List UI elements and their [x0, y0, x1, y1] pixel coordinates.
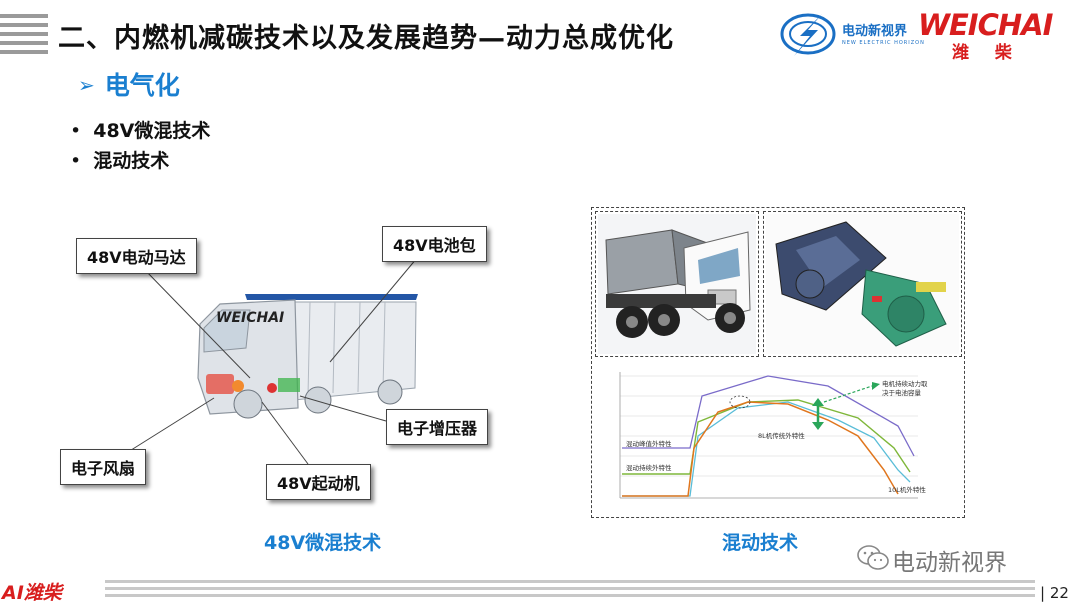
callout-electric-fan: 电子风扇 [60, 449, 147, 485]
bullet-item: 48V微混技术 [70, 116, 210, 146]
bullet-list: 48V微混技术 混动技术 [70, 116, 210, 176]
wechat-icon [857, 545, 889, 570]
annotation-8l-engine: 8L机传统外特性 [758, 431, 805, 440]
annotation-hybrid-continuous: 混动持续外特性 [626, 463, 672, 472]
footer-divider [105, 580, 1035, 583]
weichai-logo: WEICHAI [918, 8, 1053, 42]
caption-48v-mild-hybrid: 48V微混技术 [264, 532, 382, 554]
annotation-motor-power-line2: 决于电池容量 [882, 388, 922, 397]
performance-curves-graph: 电机持续动力取 决于电池容量 8L机传统外特性 10L机外特性 混动峰值外特性 … [598, 362, 960, 514]
dump-truck-image [598, 214, 756, 354]
decorative-stripes [0, 14, 48, 56]
footer-divider [105, 587, 1035, 590]
truck-photo-frame [595, 211, 759, 357]
annotation-motor-power-line1: 电机持续动力取 [882, 379, 928, 388]
arrow-icon: ➢ [78, 73, 95, 97]
caption-hybrid-tech: 混动技术 [722, 532, 799, 554]
watermark-text: 电动新视界 [892, 550, 1007, 576]
annotation-10l-engine: 10L机外特性 [888, 485, 926, 494]
page-number: | 22 [1040, 584, 1069, 602]
electric-horizon-logo-icon [780, 13, 836, 56]
annotation-hybrid-peak: 混动峰值外特性 [626, 439, 672, 448]
section-heading: ➢ 电气化 [78, 66, 180, 102]
brand-name-cn: 电动新视界 [842, 24, 908, 39]
slide-title: 二、内燃机减碳技术以及发展趋势—动力总成优化 [58, 23, 674, 54]
footer-divider [105, 594, 1035, 597]
weichai-logo-cn: 潍 柴 [952, 43, 1022, 63]
callout-48v-motor: 48V电动马达 [76, 238, 197, 274]
truck-body-logo: WEICHAI [216, 310, 284, 326]
callout-48v-starter: 48V起动机 [266, 464, 371, 500]
callout-electric-turbo: 电子增压器 [386, 409, 489, 445]
footer-weichai-logo: AI潍柴 [2, 582, 62, 604]
hybrid-powertrain-image [766, 214, 959, 354]
callout-48v-battery: 48V电池包 [382, 226, 487, 262]
powertrain-photo-frame [763, 211, 962, 357]
bullet-item: 混动技术 [70, 146, 210, 176]
hybrid-figure-frame [591, 207, 965, 518]
section-label: 电气化 [104, 71, 180, 100]
brand-name-en: NEW ELECTRIC HORIZON [842, 40, 925, 46]
